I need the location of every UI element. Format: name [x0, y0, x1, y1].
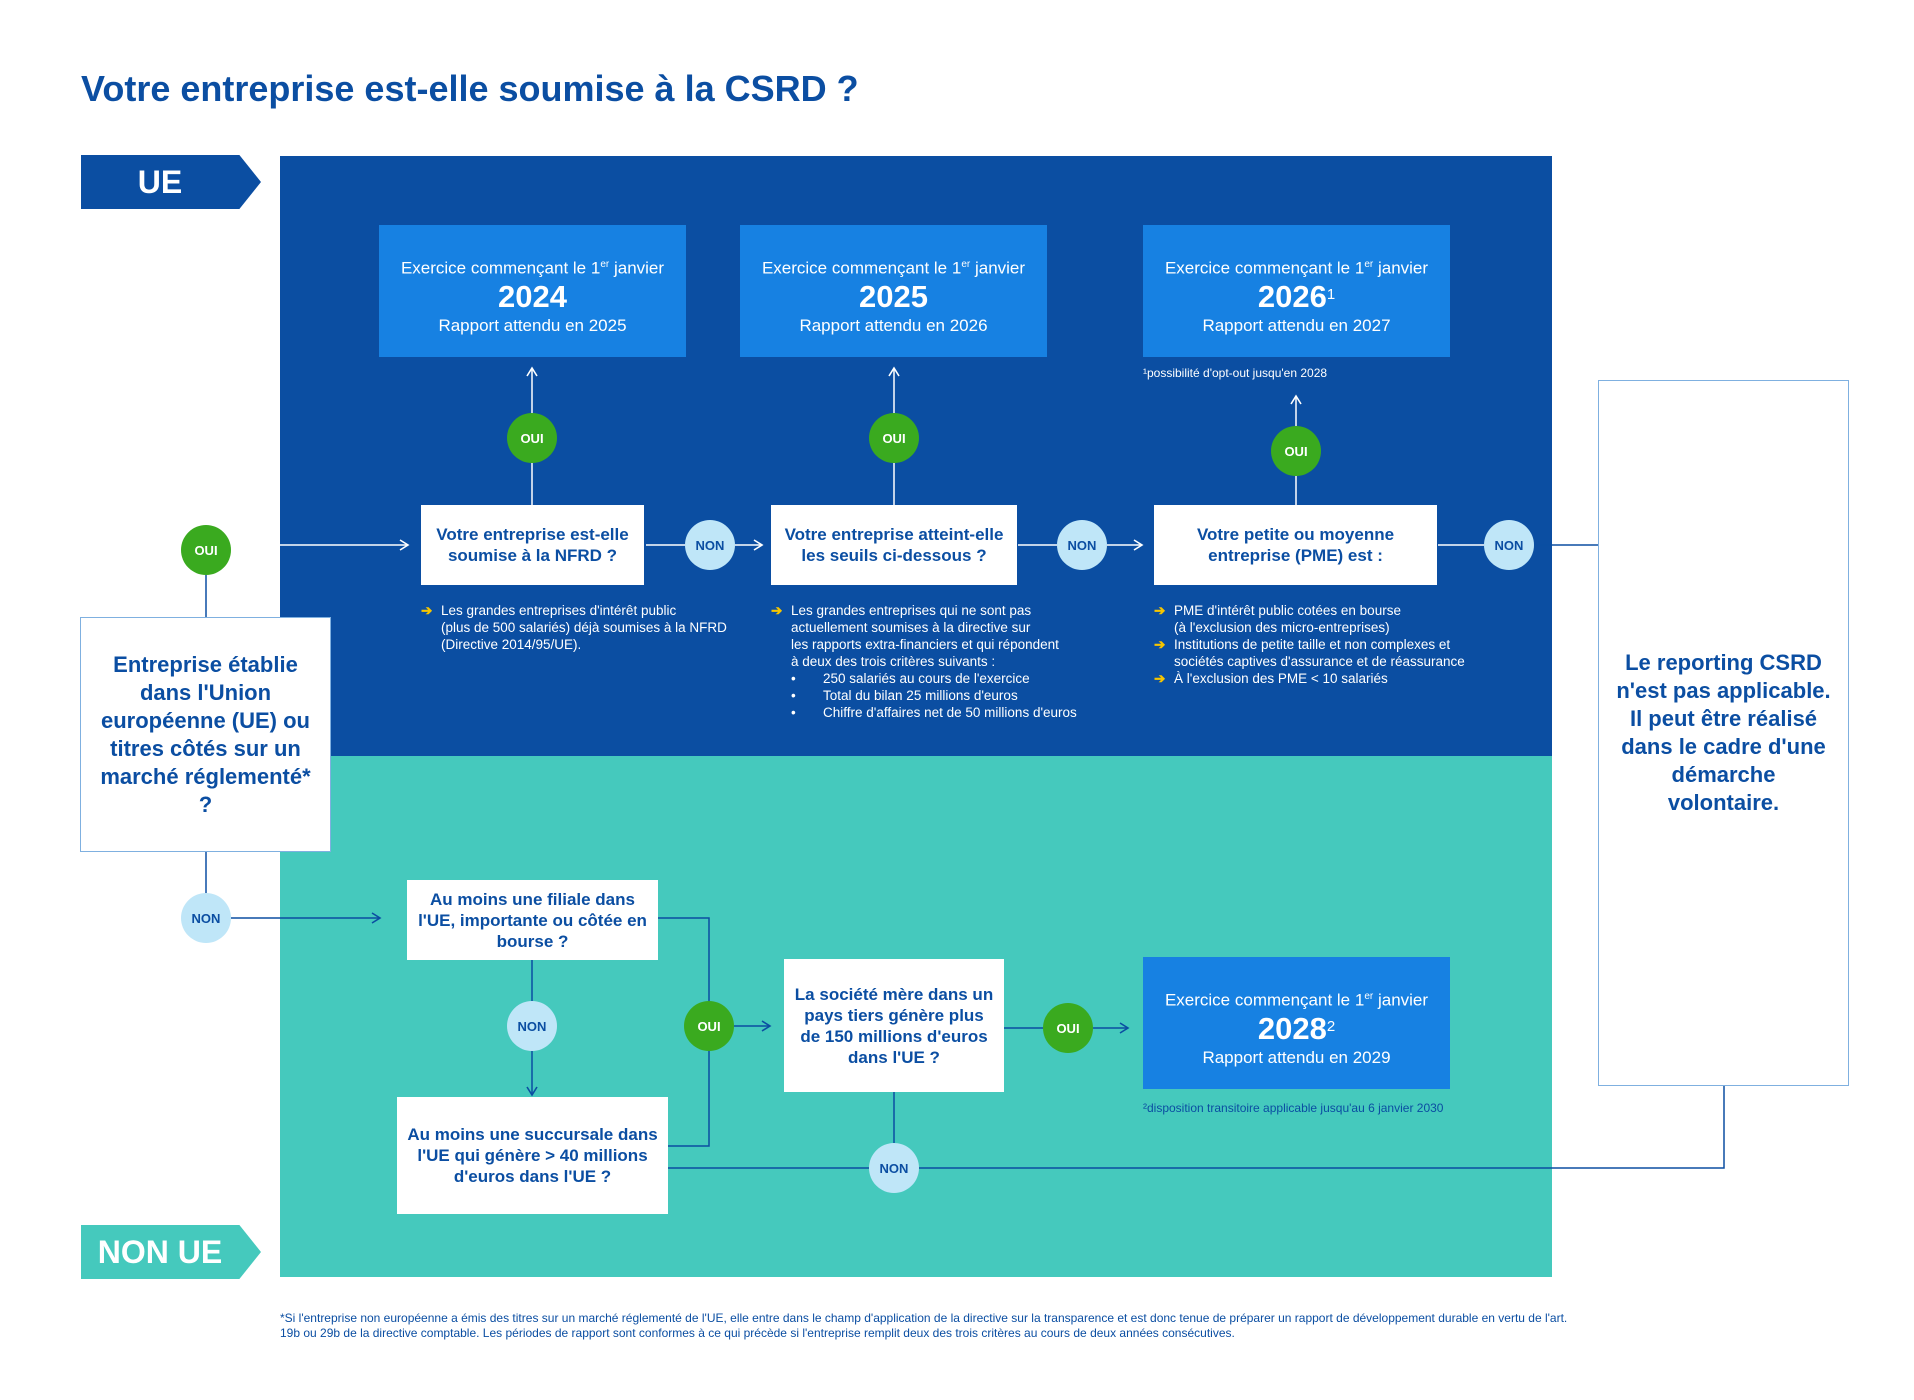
criteria-nfrd: ➔Les grandes entreprises d'intérêt publi… — [421, 602, 727, 653]
year-box-2024: Exercice commençant le 1er janvier 2024 … — [379, 225, 686, 357]
criteria-item-cont: à deux des trois critères suivants : — [791, 654, 996, 669]
year-box-report: Rapport attendu en 2026 — [799, 315, 988, 335]
year-box-intro: Exercice commençant le 1er janvier — [400, 258, 665, 278]
year-box-report: Rapport attendu en 2029 — [1202, 1047, 1391, 1067]
start-question-text: Entreprise établie dans l'Union européen… — [100, 651, 311, 817]
page-title: Votre entreprise est-elle soumise à la C… — [81, 68, 859, 109]
oui-badge: OUI — [869, 413, 919, 463]
criteria-item: ➔Institutions de petite taille et non co… — [1154, 637, 1451, 652]
connector — [658, 917, 710, 1001]
criteria-item-cont: les rapports extra-financiers et qui rép… — [791, 637, 1059, 652]
ue-tag: UE — [81, 155, 261, 209]
ue-tag-label: UE — [137, 163, 183, 200]
year-box-2028: Exercice commençant le 1er janvier 20282… — [1143, 957, 1450, 1089]
year-box-year: 2025 — [859, 278, 928, 314]
result-text: Le reporting CSRD n'est pas applicable. … — [1616, 650, 1831, 815]
criteria-item-cont: (à l'exclusion des micro-entreprises) — [1174, 620, 1390, 635]
criteria-item-cont: (Directive 2014/95/UE). — [441, 637, 582, 652]
question-subsidiary: Au moins une filiale dans l'UE, importan… — [407, 880, 658, 960]
year-box-intro: Exercice commençant le 1er janvier — [761, 258, 1026, 278]
question-thresholds: Votre entreprise atteint-elle les seuils… — [771, 505, 1017, 585]
non-ue-tag-label: NON UE — [97, 1233, 223, 1270]
criteria-subitem: •Chiffre d'affaires net de 50 millions d… — [791, 705, 1077, 720]
non-badge: NON — [1057, 520, 1107, 570]
non-ue-tag: NON UE — [81, 1225, 261, 1279]
criteria-subitem: •250 salariés au cours de l'exercice — [791, 671, 1030, 686]
criteria-item-cont: sociétés captives d'assurance et de réas… — [1174, 654, 1465, 669]
year-box-report: Rapport attendu en 2027 — [1202, 315, 1391, 335]
footnote: *Si l'entreprise non européenne a émis d… — [280, 1311, 1568, 1340]
question-pme: Votre petite ou moyenne entreprise (PME)… — [1154, 505, 1437, 585]
criteria-subitem: •Total du bilan 25 millions d'euros — [791, 688, 1018, 703]
connector — [668, 1051, 710, 1147]
oui-badge: OUI — [1271, 426, 1321, 476]
year-box-report: Rapport attendu en 2025 — [438, 315, 627, 335]
arrow-right-icon: ➔ — [1154, 637, 1166, 652]
year-box-year: 20282 — [1257, 1010, 1336, 1046]
year-box-2025: Exercice commençant le 1er janvier 2025 … — [740, 225, 1047, 357]
criteria-pme: ➔PME d'intérêt public cotées en bourse (… — [1154, 602, 1465, 687]
arrow-right-icon: ➔ — [1154, 603, 1166, 618]
criteria-item-cont: (plus de 500 salariés) déjà soumises à l… — [441, 620, 727, 635]
year-box-2026: Exercice commençant le 1er janvier 20261… — [1143, 225, 1450, 357]
bullet-icon: • — [791, 671, 796, 686]
criteria-thresholds: ➔Les grandes entreprises qui ne sont pas… — [771, 602, 1077, 721]
result-box: Le reporting CSRD n'est pas applicable. … — [1598, 380, 1849, 1086]
transitional-note: ²disposition transitoire applicable jusq… — [1143, 1101, 1444, 1115]
oui-badge: OUI — [1043, 1003, 1093, 1053]
bullet-icon: • — [791, 688, 796, 703]
bullet-icon: • — [791, 705, 796, 720]
criteria-item: ➔PME d'intérêt public cotées en bourse — [1154, 603, 1401, 618]
year-box-intro: Exercice commençant le 1er janvier — [1164, 990, 1429, 1010]
arrow-right-icon: ➔ — [771, 603, 783, 618]
criteria-item: ➔Les grandes entreprises d'intérêt publi… — [421, 603, 677, 618]
arrow-right-icon: ➔ — [421, 603, 433, 618]
question-parent-company: La société mère dans un pays tiers génèr… — [784, 959, 1004, 1092]
optout-note: ¹possibilité d'opt-out jusqu'en 2028 — [1143, 366, 1328, 380]
oui-badge: OUI — [181, 525, 231, 575]
non-badge: NON — [507, 1001, 557, 1051]
year-box-year: 20261 — [1257, 278, 1336, 314]
year-box-intro: Exercice commençant le 1er janvier — [1164, 258, 1429, 278]
criteria-item-cont: actuellement soumises à la directive sur — [791, 620, 1031, 635]
non-badge: NON — [181, 893, 231, 943]
start-question-box: Entreprise établie dans l'Union européen… — [80, 617, 331, 852]
year-box-year: 2024 — [498, 278, 567, 314]
criteria-item: ➔Les grandes entreprises qui ne sont pas — [771, 603, 1032, 618]
question-branch: Au moins une succursale dans l'UE qui gé… — [397, 1097, 668, 1214]
non-badge: NON — [1484, 520, 1534, 570]
non-badge: NON — [869, 1143, 919, 1193]
question-nfrd: Votre entreprise est-elle soumise à la N… — [421, 505, 644, 585]
non-badge: NON — [685, 520, 735, 570]
oui-badge: OUI — [684, 1001, 734, 1051]
arrow-right-icon: ➔ — [1154, 671, 1166, 686]
criteria-item: ➔À l'exclusion des PME < 10 salariés — [1154, 671, 1388, 686]
oui-badge: OUI — [507, 413, 557, 463]
